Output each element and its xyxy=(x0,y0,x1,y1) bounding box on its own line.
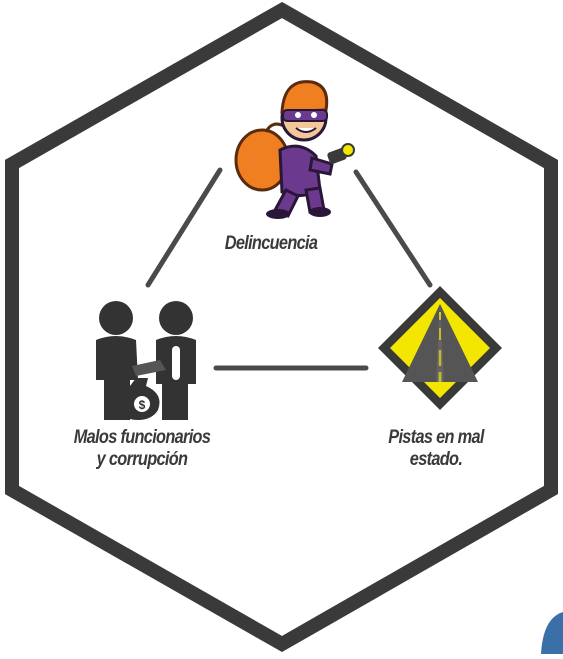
label-delincuencia-line-1: Delincuencia xyxy=(224,233,318,254)
road-warning-sign-icon xyxy=(378,286,502,410)
label-malos-funcionarios-line-2: y corrupción xyxy=(96,449,188,470)
corner-accent-shape xyxy=(541,612,563,654)
bribe-handshake-icon: $ xyxy=(96,301,196,420)
money-bag-symbol: $ xyxy=(139,398,146,412)
label-malos-funcionarios-line-1: Malos funcionarios xyxy=(73,427,211,448)
hexagon-frame xyxy=(5,1,558,653)
connector-delincuencia-corrupcion xyxy=(145,167,223,288)
label-delincuencia: Delincuencia xyxy=(211,233,331,255)
label-pistas-line-2: estado. xyxy=(409,449,463,470)
label-malos-funcionarios: Malos funcionarios y corrupción xyxy=(39,427,245,471)
connector-delincuencia-pistas xyxy=(353,169,433,288)
label-pistas-en-mal-estado: Pistas en mal estado. xyxy=(367,427,505,471)
label-pistas-line-1: Pistas en mal xyxy=(388,427,484,448)
thief-icon xyxy=(234,80,355,219)
